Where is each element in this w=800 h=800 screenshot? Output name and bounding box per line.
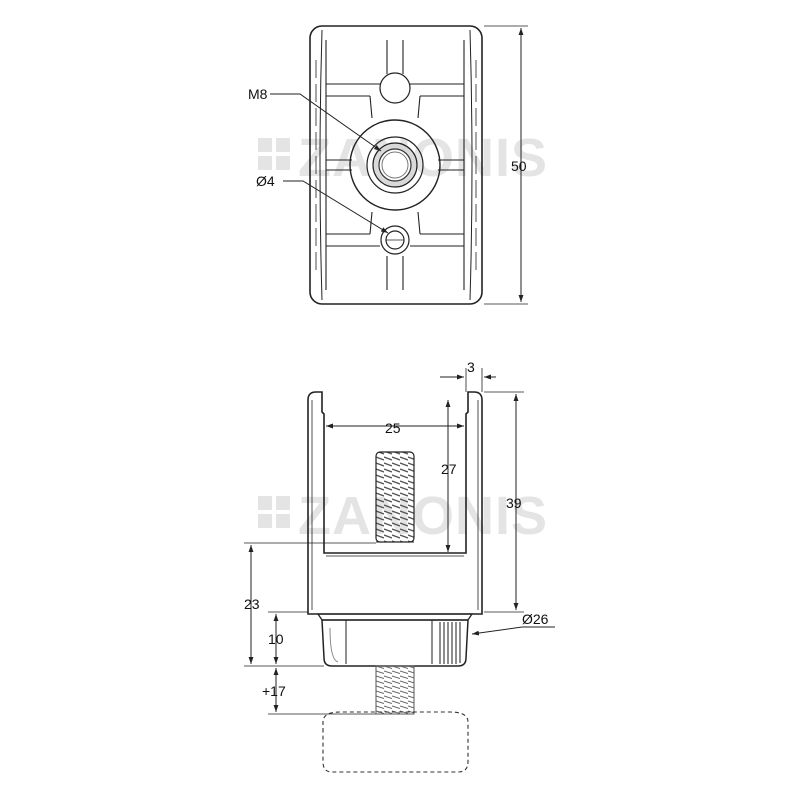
foot-diameter-label: Ø26 <box>522 611 549 627</box>
adjust-thread <box>375 665 415 715</box>
threaded-stud <box>375 451 415 543</box>
hub-outer <box>349 119 441 211</box>
thread-length-dimension: 27 <box>441 461 457 477</box>
wall-dimension: 3 <box>467 359 475 375</box>
bracket-body <box>307 391 483 615</box>
watermark-bottom: ZANONIS <box>258 486 548 546</box>
m8-thread-hole <box>378 148 412 182</box>
side-view: 3 25 27 39 Ø26 23 10 +17 <box>244 359 555 773</box>
watermark-text: ZANONIS <box>298 486 548 546</box>
foot-pad <box>322 711 469 773</box>
height-dimension-top: 50 <box>511 158 527 174</box>
inner-width-dimension: 25 <box>385 420 401 436</box>
hole-label: Ø4 <box>256 173 275 189</box>
top-view-outline <box>309 25 483 305</box>
adjust-dimension: +17 <box>262 683 286 699</box>
foot-height-dimension: 10 <box>268 631 284 647</box>
leveling-foot <box>321 619 469 667</box>
top-view: M8 Ø4 50 <box>248 25 528 305</box>
brand-logo-icon <box>258 138 290 170</box>
total-dimension: 23 <box>244 596 260 612</box>
height-dimension-side: 39 <box>506 495 522 511</box>
thread-label: M8 <box>248 86 268 102</box>
brand-logo-icon <box>258 496 290 528</box>
